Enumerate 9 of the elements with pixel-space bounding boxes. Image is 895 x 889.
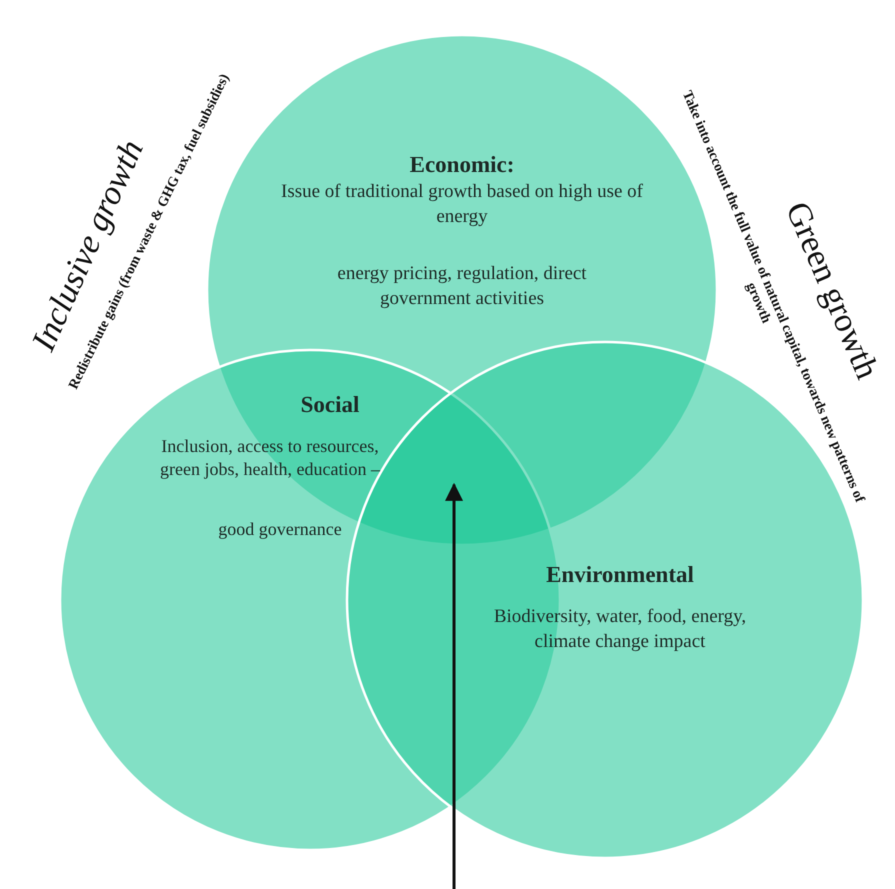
circle-text: Issue of traditional growth based on high use of energy <box>280 180 644 229</box>
circle-text: good governance <box>217 518 343 541</box>
circle-text: energy pricing, regulation, direct government activities <box>336 262 588 311</box>
circle-heading: Environmental <box>545 561 695 589</box>
circle-heading: Economic: <box>408 151 516 179</box>
circle-text: Inclusion, access to resources, green jobs, health, education – <box>159 435 382 482</box>
circle-text: Biodiversity, water, food, energy, climate change impact <box>492 605 748 654</box>
arrow <box>445 482 464 889</box>
circle-heading: Social <box>300 391 360 419</box>
